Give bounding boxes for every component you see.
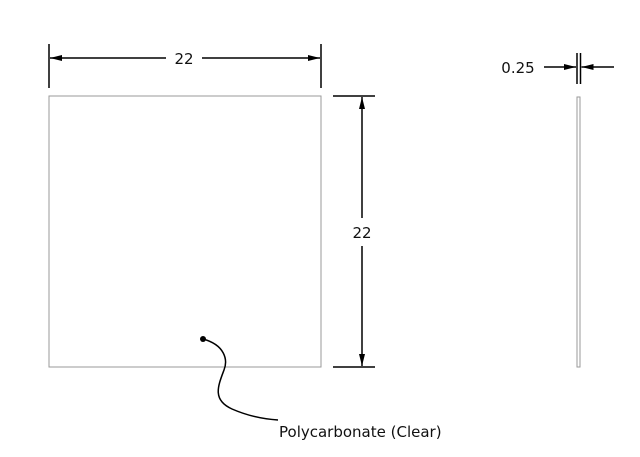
width-dimension: 22 <box>48 44 322 88</box>
front-view-plate <box>48 95 322 368</box>
thickness-dimension: 0.25 <box>501 53 614 84</box>
width-dimension-label: 22 <box>174 50 193 68</box>
height-dimension: 22 <box>333 95 375 368</box>
material-leader: Polycarbonate (Clear) <box>200 336 442 441</box>
side-view-plate <box>576 96 581 368</box>
height-dimension-label: 22 <box>352 224 371 242</box>
material-callout: Polycarbonate (Clear) <box>279 423 442 441</box>
thickness-dimension-label: 0.25 <box>501 59 534 77</box>
